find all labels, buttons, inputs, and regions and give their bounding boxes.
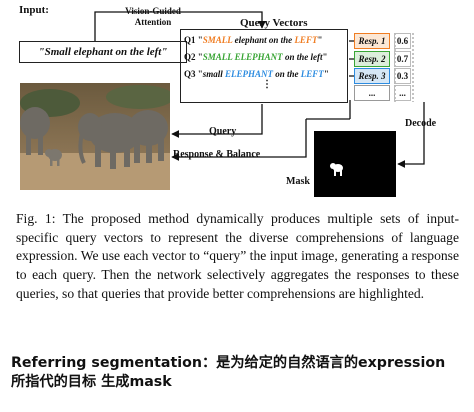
output-mask-image bbox=[314, 131, 396, 197]
attention-text: Attention bbox=[134, 17, 172, 27]
handwritten-note: Referring segmentation：是为给定的自然语言的express… bbox=[11, 354, 471, 392]
response-1-score: 0.6 bbox=[394, 33, 411, 49]
note-line-2: 所指代的目标 生成mask bbox=[11, 374, 172, 390]
response-balance-label: Response & Balance bbox=[173, 149, 261, 160]
query-more-dots: ⋮ bbox=[262, 79, 272, 90]
input-image bbox=[20, 83, 170, 190]
elephant-mask-shape bbox=[330, 163, 343, 176]
response-2-score: 0.7 bbox=[394, 51, 411, 67]
vision-guided-attention-label: Vision-Guided Attention bbox=[111, 6, 195, 28]
query-arrow bbox=[171, 104, 263, 138]
mask-label: Mask bbox=[286, 176, 310, 187]
response-balance-arrow bbox=[171, 119, 307, 161]
response-1-box: Resp. 1 bbox=[354, 33, 390, 49]
note-line-1: Referring segmentation：是为给定的自然语言的express… bbox=[11, 355, 446, 371]
query-label: Query bbox=[209, 126, 237, 137]
response-more-box: ... bbox=[354, 85, 390, 101]
decode-arrow bbox=[397, 102, 425, 168]
score-more-box: ... bbox=[394, 85, 411, 101]
query-vectors-box: Q1 "SMALL elephant on the LEFT" Q2 "SMAL… bbox=[180, 29, 348, 103]
q3-word-1: small bbox=[202, 69, 226, 79]
q3-word-3: LEFT bbox=[300, 69, 324, 79]
response-3-box: Resp. 3 bbox=[354, 68, 390, 84]
input-expression-box: "Small elephant on the left" bbox=[19, 41, 187, 63]
q3-word-2: ELEPHANT bbox=[225, 69, 274, 79]
decode-label: Decode bbox=[405, 118, 437, 129]
query-row-1: Q1 "SMALL elephant on the LEFT" bbox=[184, 35, 323, 45]
q2-word-1: SMALL ELEPHANT bbox=[202, 52, 283, 62]
figure-caption: Fig. 1: The proposed method dynamically … bbox=[16, 211, 459, 301]
vision-guided-text: Vision-Guided bbox=[125, 6, 181, 16]
query-vectors-title: Query Vectors bbox=[240, 17, 308, 29]
q1-word-2: LEFT bbox=[294, 35, 318, 45]
query-row-2: Q2 "SMALL ELEPHANT on the left" bbox=[184, 52, 328, 62]
response-2-box: Resp. 2 bbox=[354, 51, 390, 67]
q1-word-1: SMALL bbox=[202, 35, 233, 45]
attention-arrow bbox=[94, 11, 266, 41]
input-label: Input: bbox=[19, 4, 49, 16]
response-3-score: 0.3 bbox=[394, 68, 411, 84]
q2-word-2: left bbox=[310, 52, 323, 62]
query-row-3: Q3 "small ELEPHANT on the LEFT" bbox=[184, 69, 329, 79]
